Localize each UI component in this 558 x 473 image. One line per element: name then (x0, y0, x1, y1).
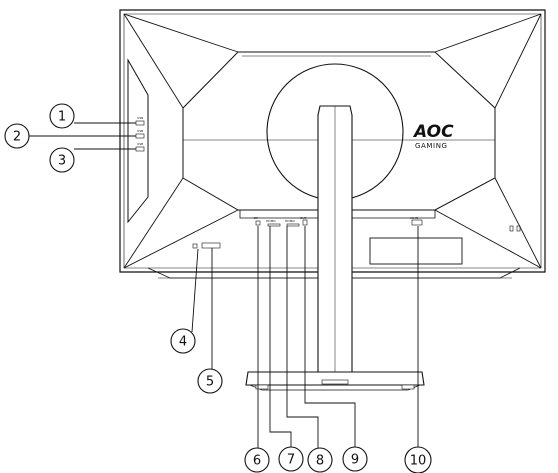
monitor-outer-frame (119, 9, 546, 273)
panel-fold-lines (123, 13, 542, 269)
left-port-label-3: USB (137, 142, 143, 146)
stand-foot-right (401, 384, 415, 390)
leader-9 (304, 226, 356, 448)
callout-8: 8 (307, 447, 333, 473)
callout-4-label: 4 (179, 335, 187, 350)
callout-leaders (25, 122, 419, 452)
stand-base (245, 371, 425, 386)
callout-8-label: 8 (316, 454, 324, 469)
usb-port-3 (135, 146, 145, 152)
stand-foot-left (255, 384, 269, 390)
left-port-label-2: USB (137, 129, 143, 133)
power-recess (369, 237, 463, 265)
callout-4: 4 (170, 328, 196, 354)
leader-7 (269, 226, 292, 448)
callout-3-label: 3 (58, 154, 66, 169)
brand-subtitle: GAMING (415, 142, 448, 150)
side-usb-panel (127, 58, 149, 224)
callout-5: 5 (197, 368, 223, 394)
hp-port (192, 243, 198, 249)
stand-foot-center (321, 379, 349, 385)
brand-logo-group: AOC GAMING (412, 122, 454, 150)
callout-10: 10 (404, 446, 432, 473)
lock-slot-1 (509, 225, 514, 232)
usb-port-1 (135, 120, 145, 126)
audio-label: OUT (300, 216, 307, 220)
usb-port-2 (135, 133, 145, 139)
callout-3: 3 (49, 147, 75, 173)
hdmi1-port (255, 220, 261, 226)
hdmi1-label: HDMI1 (266, 219, 276, 223)
lock-slot-2 (516, 225, 521, 232)
callout-10-label: 10 (410, 454, 427, 469)
callout-5-label: 5 (206, 375, 214, 390)
callout-1-label: 1 (58, 110, 66, 125)
dp-port (286, 223, 300, 227)
power-label: AC IN (410, 216, 418, 220)
callout-7-label: 7 (287, 453, 295, 468)
bottom-ports (255, 219, 423, 227)
callout-9-label: 9 (351, 453, 359, 468)
callout-6-label: 6 (253, 454, 261, 469)
hdmi2-label: HDMI2 (285, 219, 295, 223)
left-port-label-1: USB (137, 116, 143, 120)
callout-2-label: 2 (13, 130, 21, 145)
audio-port (302, 219, 308, 226)
power-connector (411, 219, 423, 226)
callout-6: 6 (244, 447, 270, 473)
callout-9: 9 (342, 446, 368, 472)
stand (245, 105, 425, 391)
kensington-port (201, 242, 221, 249)
callout-1: 1 (49, 103, 75, 129)
dp-label: DP (254, 216, 258, 220)
hdmi2-port (267, 223, 281, 227)
callout-2: 2 (4, 123, 30, 149)
callout-7: 7 (278, 446, 304, 472)
callout-circles: 1 2 3 4 5 6 7 8 (4, 103, 432, 473)
leader-8 (286, 226, 319, 449)
brand-logo: AOC (412, 122, 454, 142)
leader-4 (191, 248, 199, 333)
port-label-glyphs: USB USB USB HDMI1 HDMI2 DP OUT AC IN (137, 116, 418, 223)
